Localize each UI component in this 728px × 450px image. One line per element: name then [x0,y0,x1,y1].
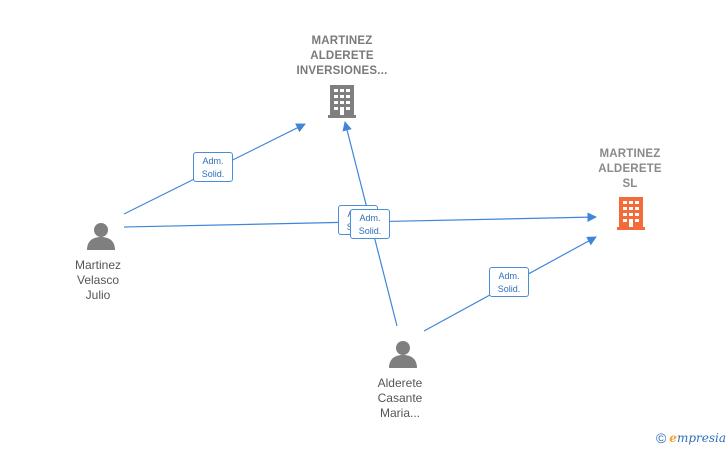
empresia-watermark: © empresia [656,430,726,446]
building-icon-inversiones[interactable] [328,85,356,118]
company-label-sl[interactable]: MARTINEZ ALDERETE SL [598,148,662,190]
building-icon-sl[interactable] [617,197,645,230]
brand-name: mpresia [676,431,726,445]
person-icon-julio[interactable] [87,223,115,250]
person-icon-maria[interactable] [389,341,417,368]
company-label-inversiones[interactable]: MARTINEZ ALDERETE INVERSIONES... [296,35,388,77]
edge-label-maria-inversiones: Adm. Solid. [350,209,390,239]
person-label-maria[interactable]: Alderete Casante Maria... [377,376,423,420]
edge-label-julio-inversiones: Adm. Solid. [193,152,233,182]
copyright-icon: © [655,430,667,446]
brand-initial: e [669,431,677,445]
edge-label-maria-sl: Adm. Solid. [489,267,529,297]
brand-logo: empresia [669,431,726,445]
person-label-julio[interactable]: Martinez Velasco Julio [74,258,121,302]
